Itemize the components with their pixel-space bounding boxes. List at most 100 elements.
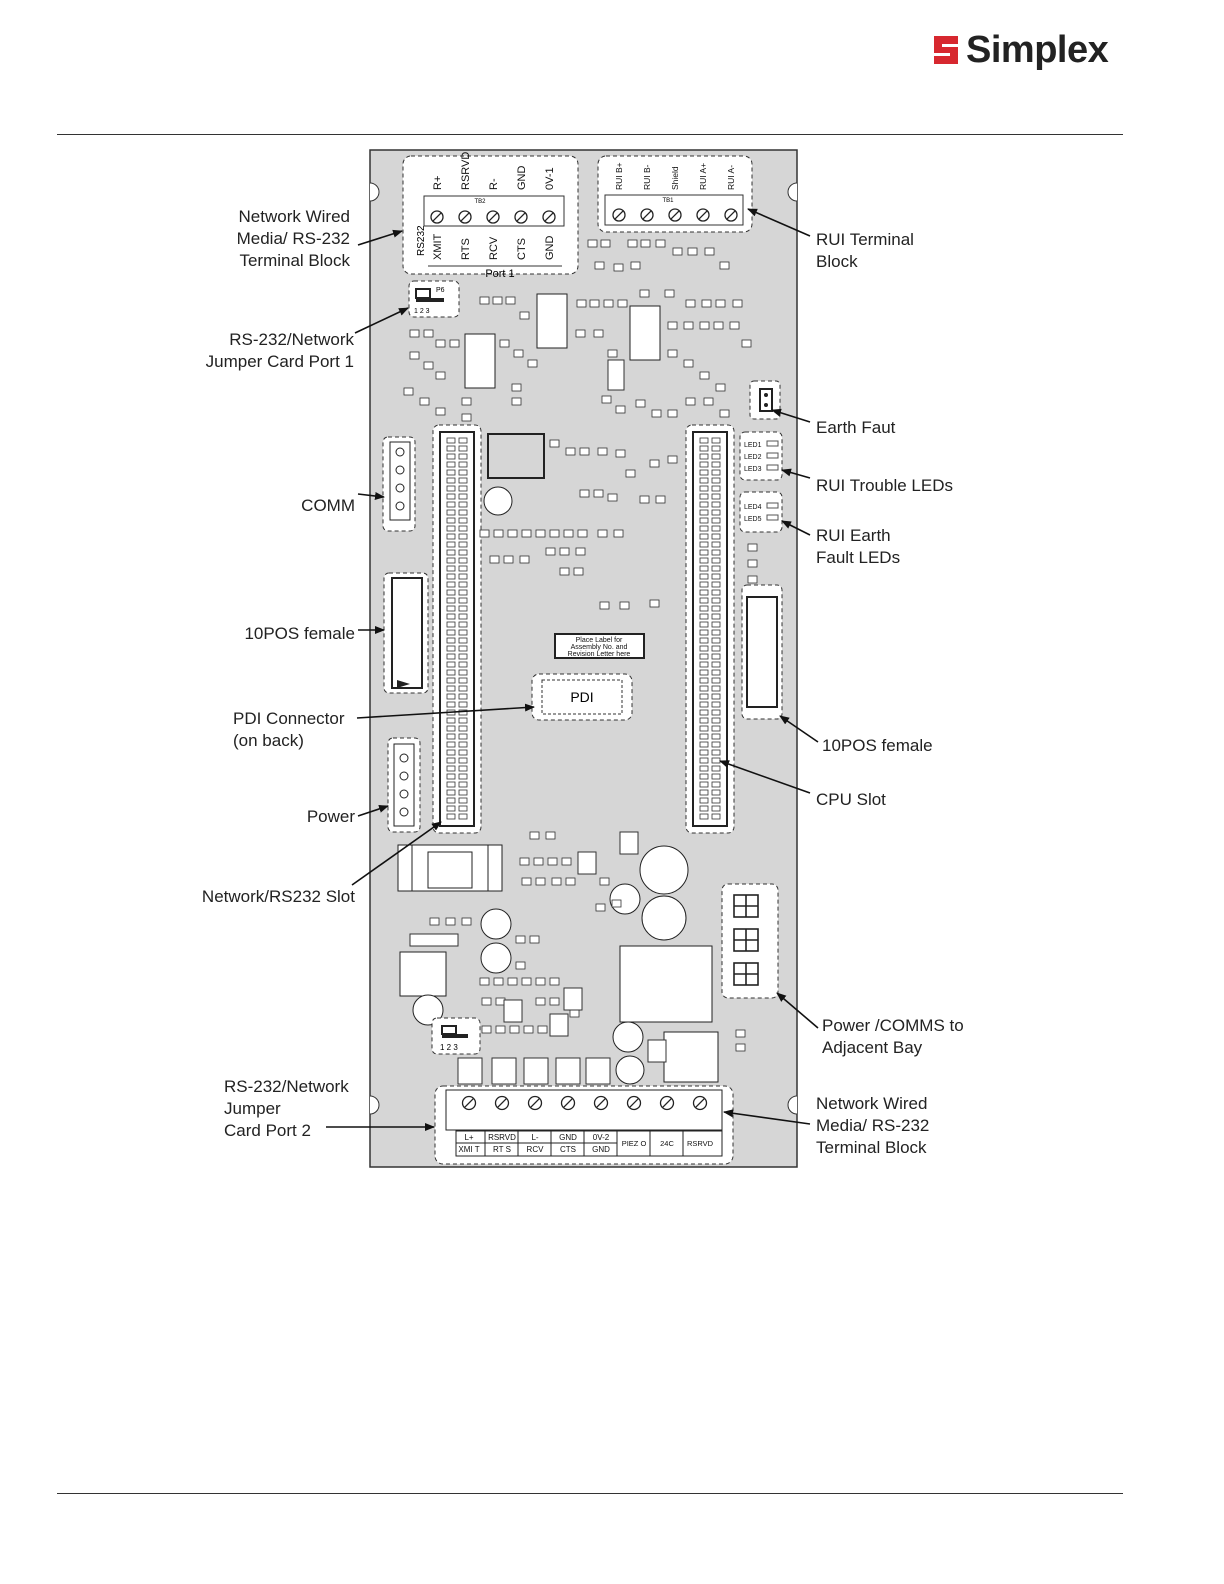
slot-pin [699, 669, 709, 676]
smd-part [461, 917, 472, 926]
smd-part [664, 289, 675, 298]
callout-pdi-connector: PDI Connector (on back) [233, 709, 345, 750]
slot-pin [458, 613, 468, 620]
brand-name: Simplex [966, 28, 1109, 71]
smd-part [493, 977, 504, 986]
slot-pin [711, 781, 721, 788]
slot-pin [458, 749, 468, 756]
smd-part [685, 299, 696, 308]
slot-pin [446, 597, 456, 604]
smd-part [741, 339, 752, 348]
slot-pin [711, 573, 721, 580]
smd-part [409, 351, 420, 360]
slot-pin [711, 653, 721, 660]
slot-pin [699, 749, 709, 756]
smd-part [575, 329, 586, 338]
slot-pin [458, 621, 468, 628]
slot-pin [458, 725, 468, 732]
slot-pin [446, 533, 456, 540]
smd-part [423, 329, 434, 338]
smd-part [747, 543, 758, 552]
discrete-part [619, 831, 639, 855]
slot-pin [458, 653, 468, 660]
callout-network-wired-top: Network Wired Media/ RS-232 Terminal Blo… [236, 207, 350, 270]
slot-pin [711, 813, 721, 820]
slot-pin [699, 541, 709, 548]
smd-part [547, 857, 558, 866]
mount-notch [369, 182, 380, 202]
led-label: LED5 [744, 516, 762, 523]
smd-part [429, 917, 440, 926]
smd-part [704, 247, 715, 256]
smd-part [595, 903, 606, 912]
slot-pin [699, 789, 709, 796]
smd-part [640, 239, 651, 248]
slot-pin [458, 661, 468, 668]
slot-pin [699, 485, 709, 492]
smd-part [635, 399, 646, 408]
slot-pin [458, 525, 468, 532]
resistor-pack [457, 1057, 483, 1085]
slot-pin [458, 565, 468, 572]
terminal-screw-icon [430, 210, 444, 224]
smd-part [575, 547, 586, 556]
slot-pin [711, 477, 721, 484]
smd-part [683, 321, 694, 330]
smd-part [549, 977, 560, 986]
smd-part [639, 495, 650, 504]
port1-label: Port 1 [485, 268, 514, 280]
smd-part [511, 383, 522, 392]
assembly-label-line: Revision Letter here [568, 651, 631, 658]
slot-pin [699, 589, 709, 596]
slot-pin [711, 461, 721, 468]
slot-pin [699, 557, 709, 564]
ic-u3 [464, 333, 496, 389]
smd-part [535, 529, 546, 538]
slot-pin [446, 733, 456, 740]
slot-pin [711, 717, 721, 724]
terminal-screw-icon [458, 210, 472, 224]
slot-pin [699, 533, 709, 540]
slot-pin [699, 629, 709, 636]
slot-pin [458, 701, 468, 708]
slot-pin [699, 709, 709, 716]
bottom-extra-label: 24C [660, 1139, 674, 1148]
slot-pin [699, 525, 709, 532]
smd-part [599, 877, 610, 886]
smd-part [549, 439, 560, 448]
slot-pin [458, 453, 468, 460]
simplex-s-logo-icon [934, 36, 958, 64]
smd-part [699, 371, 710, 380]
smd-part [715, 383, 726, 392]
smd-part [461, 413, 472, 422]
slot-pin [711, 437, 721, 444]
slot-pin [711, 621, 721, 628]
slot-pin [458, 629, 468, 636]
slot-pin [458, 693, 468, 700]
callout-cpu-slot: CPU Slot [816, 790, 886, 809]
assembly-label-line: Assembly No. and [571, 644, 628, 651]
smd-part [735, 1029, 746, 1038]
slot-pin [446, 677, 456, 684]
smd-part [667, 349, 678, 358]
relay-k1 [487, 433, 545, 479]
smd-part [523, 1025, 534, 1034]
slot-pin [446, 621, 456, 628]
smd-part [747, 575, 758, 584]
slot-pin [458, 781, 468, 788]
discrete-part [503, 999, 523, 1023]
slot-pin [699, 717, 709, 724]
slot-pin [446, 613, 456, 620]
slot-pin [711, 669, 721, 676]
slot-pin [446, 645, 456, 652]
smd-part [607, 349, 618, 358]
smd-part [603, 299, 614, 308]
slot-pin [446, 501, 456, 508]
smd-part [527, 359, 538, 368]
resistor-pack [491, 1057, 517, 1085]
capacitor-c45 [483, 486, 513, 516]
smd-part [535, 877, 546, 886]
slot-pin [711, 685, 721, 692]
callout-comm: COMM [301, 496, 355, 515]
slot-pin [446, 773, 456, 780]
